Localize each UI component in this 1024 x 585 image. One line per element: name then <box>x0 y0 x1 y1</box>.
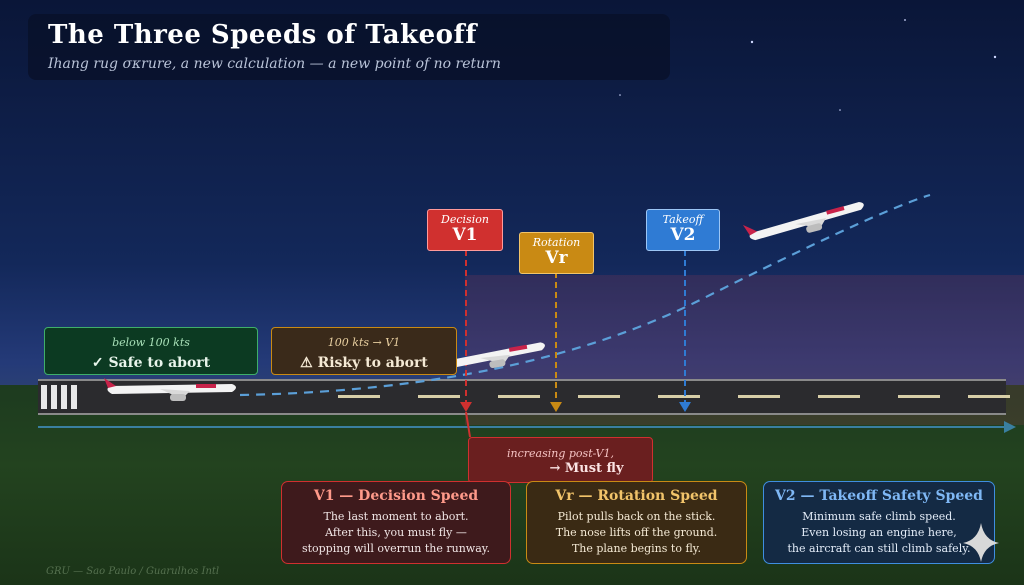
airport-caption: GRU — Sao Paulo / Guarulhos Intl <box>46 566 219 577</box>
